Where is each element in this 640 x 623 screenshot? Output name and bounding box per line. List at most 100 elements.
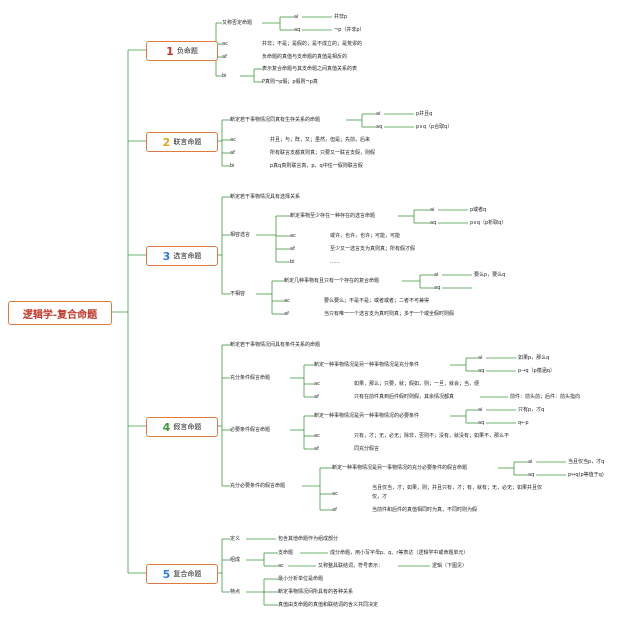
branch-negation[interactable]: 1 负命题 (146, 41, 218, 61)
node-value: 表示复合命题与其支命题之间真值关系的表 (262, 66, 358, 72)
node-value: 至少又一选言支为真则真；所有假才假 (330, 246, 416, 252)
node-value: 所有联言支都真则真；只要又一联言支假，则假 (270, 150, 376, 156)
node-value: ¬p（并非p） (334, 27, 365, 33)
node-value: p↔q(p等值于q) (568, 472, 604, 478)
node-key: ai (478, 407, 483, 413)
node-category: 组成 (230, 557, 241, 563)
branch-label: 假言命题 (173, 423, 202, 431)
node-key: af (314, 394, 319, 400)
node-key: af (332, 507, 337, 513)
node-definition: 断定事物至少存在一种存在的选言命题 (290, 213, 376, 219)
node-value: 当只有唯一一个选言支为真时则真；多于一个或全假时则假 (324, 311, 455, 317)
node-value: 当且仅当，才；如果，则；并且只有，才；有，就有；无，必无；如果并且仅 (372, 485, 543, 491)
node-key: aq (434, 285, 441, 291)
node-key: aq (528, 472, 535, 478)
node-key: ai (528, 459, 533, 465)
node-key: ai (430, 207, 435, 213)
node-value: 如果，那么；只要，就；假如，则；一旦，就会；当，便 (354, 381, 480, 387)
node-key: ac (284, 298, 290, 304)
branch-compound[interactable]: 5 复合命题 (146, 564, 218, 584)
node-key: ac (314, 433, 320, 439)
node-value: 最小分析单位是命题 (278, 576, 324, 582)
node-value: 只有，才；无，必无；除非，否则不；没有，就没有；如果不，那么不 (354, 433, 510, 439)
node-value: p∧q（p合取q） (416, 124, 453, 130)
node-key: bi (222, 73, 227, 79)
node-key: bi (230, 163, 235, 169)
branch-conjunction[interactable]: 2 联言命题 (146, 132, 218, 152)
node-key: ai (434, 272, 439, 278)
node-value: 真值由支命题的真值和联结词的含义共同决定 (278, 602, 379, 608)
node-key: aq (294, 27, 301, 33)
node-definition: 断定若干事物情况同真有生存关系的命题 (230, 117, 321, 123)
node-key: ai (376, 111, 381, 117)
node-key: aq (376, 124, 383, 130)
node-definition: 断定一种事物情况是另一种事物情况是充分条件 (314, 362, 420, 368)
node-key: ac (230, 137, 236, 143)
branch-label: 负命题 (176, 47, 198, 55)
node-value: 如果p，那么q (518, 355, 550, 361)
node-category: 相容选言 (230, 232, 251, 238)
node-value: 当前件和后件的真值相同时为真，不同时则为假 (372, 507, 478, 513)
node-definition: 断定若干事物情况间具有条件关系的命题 (230, 342, 321, 348)
node-definition: 断定若干事物情况具有选择关系 (230, 194, 301, 200)
branch-number: 4 (162, 420, 171, 434)
node-key: ai (294, 14, 299, 20)
node-value: 当且仅当p，才q (568, 459, 605, 465)
node-category: 充分条件假言命题 (230, 375, 271, 381)
node-key: aq (478, 420, 485, 426)
node-value: 逻辑（下图见） (432, 563, 468, 569)
branch-label: 复合命题 (173, 570, 202, 578)
node-value: p并且q (416, 111, 433, 117)
node-value: 断定事物情况间所具有的各种关系 (278, 589, 354, 595)
node-value: 要么p，要么q (474, 272, 506, 278)
node-category: 不相容 (230, 291, 246, 297)
node-category: 充分必要条件的假言命题 (230, 483, 286, 489)
node-value: p或者q (470, 207, 487, 213)
node-value: 只有p，才q (518, 407, 545, 413)
node-value: p真q真则联言真，p、q中任一假则联言假 (270, 163, 363, 169)
node-value: 仅，才 (372, 494, 388, 500)
node-category: 定义 (230, 536, 241, 542)
node-value: p∨q（p析取q） (470, 220, 507, 226)
node-value: 同充分假言 (354, 446, 380, 452)
node-value: 又称整具联结词，符号表示： (318, 563, 384, 569)
node-category: 必要条件假言命题 (230, 427, 271, 433)
node-key: af (222, 54, 227, 60)
node-key: ac (290, 233, 296, 239)
node-value: 并非；不是；是假的；是不成立的；是荒谬的 (262, 41, 363, 47)
node-key: ac (314, 381, 320, 387)
node-value: 或许，也许，也许；可能，可能 (330, 233, 401, 239)
node-key: ac (332, 491, 338, 497)
node-value: q←p (518, 420, 529, 426)
node-key: aq (430, 220, 437, 226)
node-value: …… (330, 259, 340, 265)
node-definition: 断定一种事物情况是另一种事物情况的必要条件 (314, 413, 420, 419)
node-value: p→q（p蕴涵q） (518, 368, 555, 374)
branch-number: 1 (166, 44, 174, 58)
branch-disjunction[interactable]: 3 选言命题 (146, 246, 218, 266)
root-node[interactable]: 逻辑学-复合命题 (8, 301, 112, 325)
node-key: ac (222, 41, 228, 47)
node-value: 要么要么；不是不是；或者或者；二者不可兼得 (324, 298, 430, 304)
node-value: 包含其他命题作为组成部分 (278, 536, 339, 542)
node-definition: 断定几种事物有且只有一个存在的复合命题 (284, 278, 380, 284)
node-key: af (314, 446, 319, 452)
node-key: af (290, 246, 295, 252)
node-key: ai (478, 355, 483, 361)
node-value: 并非p (334, 14, 348, 20)
node-key: bi (290, 259, 295, 265)
node-definition: 又称否定命题 (222, 20, 253, 26)
node-key: 支命题 (278, 550, 294, 556)
node-key: ac (278, 563, 284, 569)
node-key: af (284, 311, 289, 317)
branch-number: 5 (162, 567, 171, 581)
node-value: 成分命题，用小写字母p、q、r等表达（逻辑学中或命题单元） (330, 550, 469, 556)
node-value: 只有在前件真到后件假时则假，其余情况都真 (354, 394, 455, 400)
node-value: 负命题的真值与支命题的真值是相反的 (262, 54, 348, 60)
node-key: aq (478, 368, 485, 374)
branch-hypothetical[interactable]: 4 假言命题 (146, 417, 218, 437)
branch-label: 联言命题 (173, 138, 202, 146)
node-value: 前件：前头前；后件：前头指向 (510, 394, 581, 400)
node-value: P真则¬p假；p假则¬p真 (262, 79, 318, 85)
